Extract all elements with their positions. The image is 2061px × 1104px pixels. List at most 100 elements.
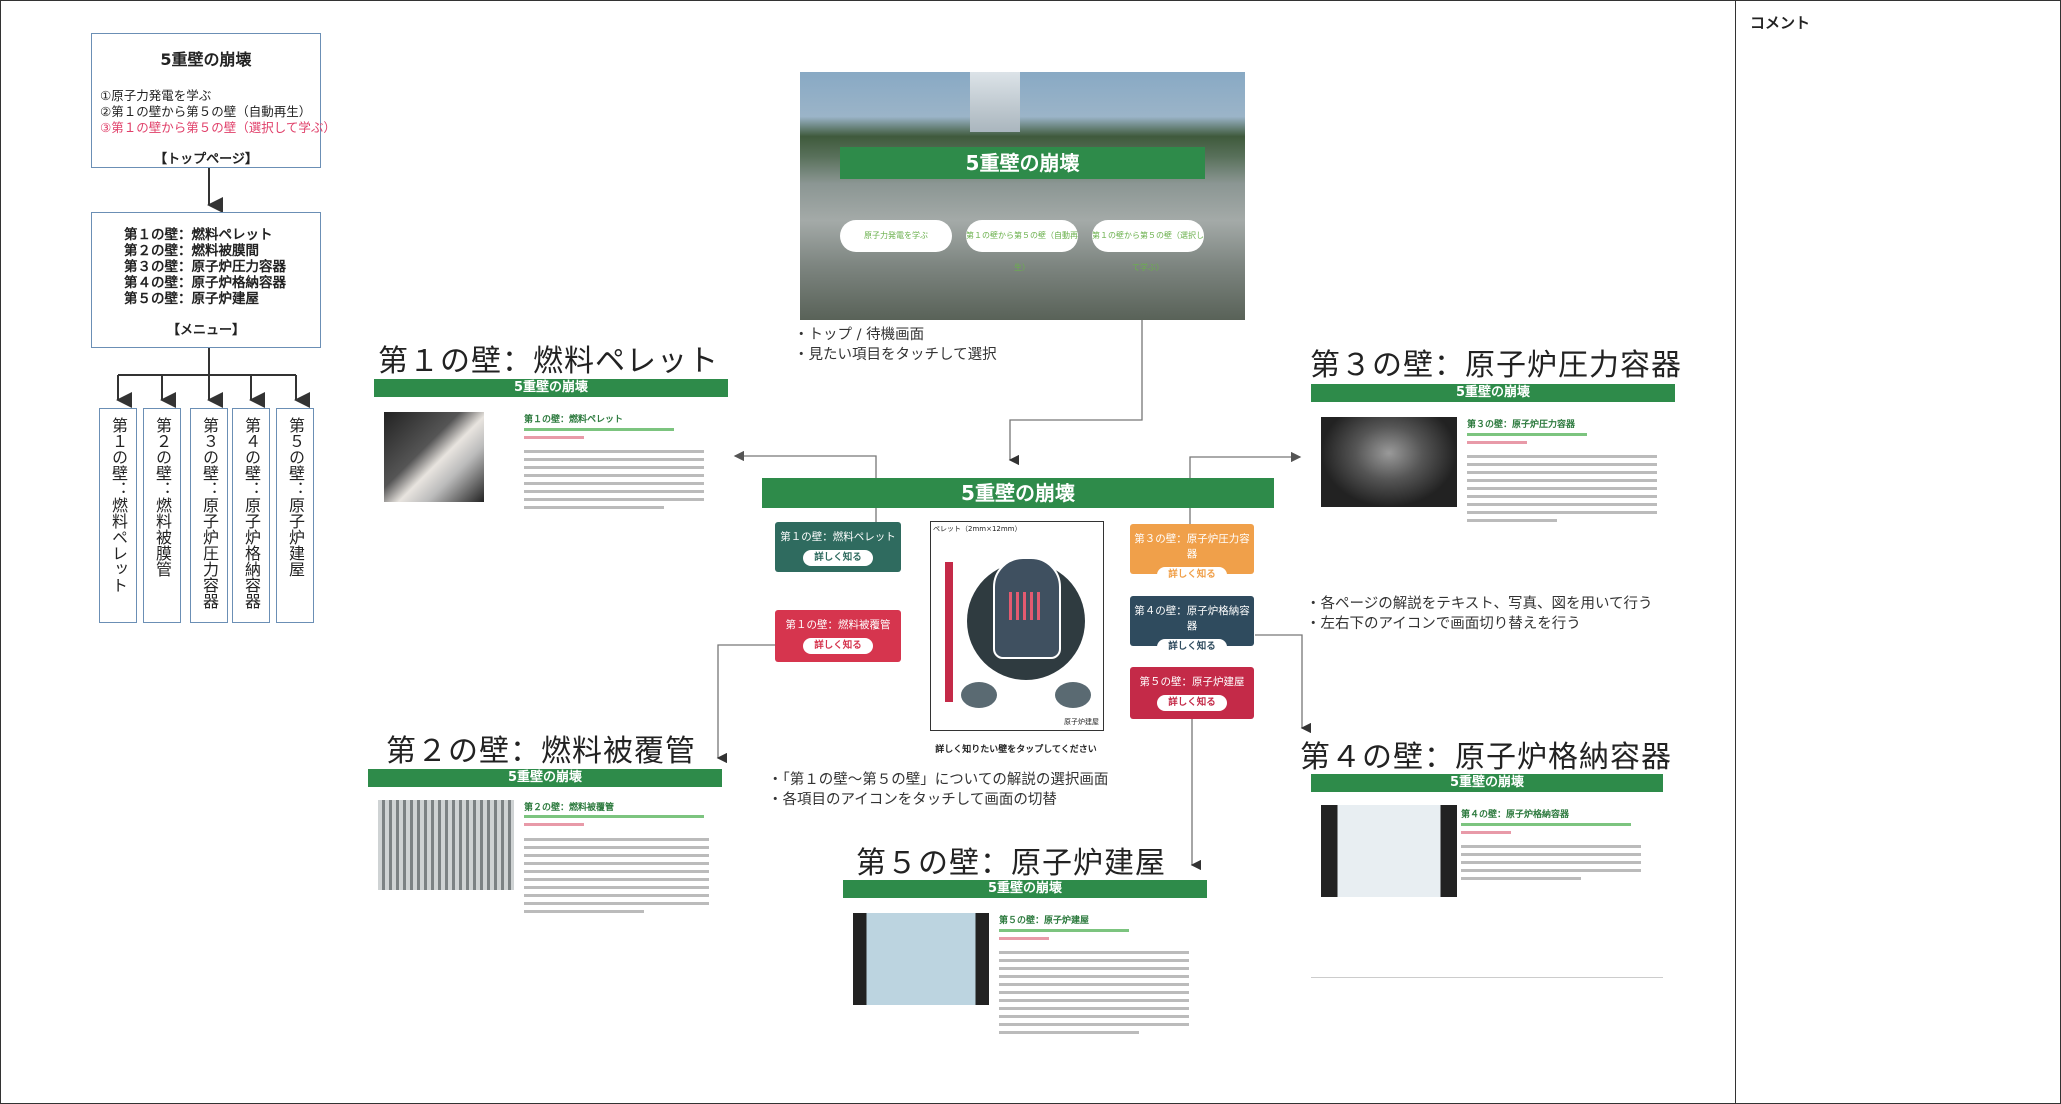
text-line bbox=[1467, 487, 1657, 490]
text-line bbox=[1467, 463, 1657, 466]
wall-2-app-bar: 5重壁の崩壊 bbox=[368, 769, 722, 787]
wall-4-page: 第４の壁：原子炉格納容器 bbox=[1311, 793, 1663, 978]
text-line bbox=[999, 1031, 1139, 1034]
wall-3-heading: 第３の壁：原子炉圧力容器 bbox=[1310, 348, 1682, 383]
detail-button[interactable]: 詳しく知る bbox=[803, 550, 873, 566]
text-line bbox=[524, 846, 709, 849]
building-label: 原子炉建屋 bbox=[1064, 718, 1099, 726]
detail-button[interactable]: 詳しく知る bbox=[1157, 567, 1227, 583]
text-line bbox=[999, 937, 1049, 940]
menu-button-label: 第１の壁：燃料ペレット bbox=[780, 531, 896, 543]
text-line bbox=[524, 894, 709, 897]
text-line bbox=[1467, 433, 1587, 436]
text-line bbox=[999, 951, 1189, 954]
text-line bbox=[999, 929, 1129, 932]
building-diagram bbox=[853, 913, 989, 1005]
cladding-photo bbox=[378, 800, 514, 890]
wall-5-subtitle: 第５の壁：原子炉建屋 bbox=[999, 916, 1090, 926]
flow-menu-footer: 【メニュー】 bbox=[166, 323, 245, 338]
flow-top-item: ③第１の壁から第５の壁（選択して学ぶ） bbox=[100, 120, 336, 135]
wall-1-heading: 第１の壁：燃料ペレット bbox=[378, 344, 719, 379]
flow-menu-box: 第１の壁：燃料ペレット 第２の壁：燃料被膜間 第３の壁：原子炉圧力容器 第４の壁… bbox=[91, 212, 321, 348]
menu-button-wall-1[interactable]: 第１の壁：燃料ペレット詳しく知る bbox=[775, 522, 901, 572]
text-line bbox=[524, 823, 584, 826]
comment-header: コメント bbox=[1750, 14, 1811, 32]
text-line bbox=[524, 458, 704, 461]
text-line bbox=[999, 1023, 1189, 1026]
text-line bbox=[524, 474, 704, 477]
text-line bbox=[524, 838, 709, 841]
wall-4-subtitle: 第４の壁：原子炉格納容器 bbox=[1461, 810, 1570, 820]
text-line bbox=[1461, 861, 1641, 864]
text-line bbox=[524, 498, 704, 501]
pressure-vessel-photo bbox=[1321, 417, 1457, 507]
flow-menu-item: 第２の壁：燃料被膜間 bbox=[124, 243, 259, 259]
wall-4-app-bar: 5重壁の崩壊 bbox=[1311, 774, 1663, 792]
flow-menu-item: 第１の壁：燃料ペレット bbox=[124, 227, 273, 243]
flow-wall-4-box: 第４の壁：原子炉格納容器 bbox=[232, 408, 270, 623]
text-line bbox=[1467, 519, 1557, 522]
menu-button-label: 第５の壁：原子炉建屋 bbox=[1139, 676, 1245, 688]
flow-top-item: ①原子力発電を学ぶ bbox=[100, 88, 212, 103]
suppression-pool-right bbox=[1055, 682, 1091, 708]
top-button-select[interactable]: 第１の壁から第５の壁（選択して学ぶ） bbox=[1092, 220, 1204, 272]
pellet-label: ペレット（2mm×12mm） bbox=[933, 525, 1022, 533]
text-line bbox=[1467, 503, 1657, 506]
text-line bbox=[524, 870, 709, 873]
text-line bbox=[1467, 479, 1657, 482]
flow-top-title: 5重壁の崩壊 bbox=[160, 50, 252, 69]
menu-note: ・各項目のアイコンをタッチして画面の切替 bbox=[768, 792, 1057, 808]
menu-button-wall-2[interactable]: 第１の壁：燃料被覆管詳しく知る bbox=[775, 610, 901, 662]
wall-2-subtitle: 第２の壁：燃料被覆管 bbox=[524, 803, 615, 813]
wall-3-page: 第３の壁：原子炉圧力容器 bbox=[1311, 403, 1675, 553]
top-note: ・トップ / 待機画面 bbox=[794, 327, 925, 343]
text-line bbox=[524, 902, 709, 905]
menu-button-wall-5[interactable]: 第５の壁：原子炉建屋詳しく知る bbox=[1130, 667, 1254, 719]
text-line bbox=[524, 466, 704, 469]
flow-menu-item: 第３の壁：原子炉圧力容器 bbox=[124, 259, 286, 275]
chimney-shape bbox=[970, 72, 1020, 132]
top-button-auto[interactable]: 第１の壁から第５の壁（自動再生） bbox=[966, 220, 1078, 272]
text-line bbox=[999, 983, 1189, 986]
wall-4-heading: 第４の壁：原子炉格納容器 bbox=[1300, 740, 1672, 775]
text-line bbox=[524, 910, 644, 913]
text-line bbox=[524, 862, 709, 865]
text-line bbox=[999, 959, 1189, 962]
text-line bbox=[1461, 823, 1631, 826]
wall-5-heading: 第５の壁：原子炉建屋 bbox=[856, 846, 1166, 881]
flow-menu-item: 第５の壁：原子炉建屋 bbox=[124, 291, 259, 307]
detail-button[interactable]: 詳しく知る bbox=[1157, 695, 1227, 711]
flow-top-item: ②第１の壁から第５の壁（自動再生） bbox=[100, 104, 312, 119]
flow-wall-2-box: 第２の壁：燃料被膜管 bbox=[143, 408, 181, 623]
text-line bbox=[1467, 441, 1527, 444]
text-line bbox=[524, 428, 674, 431]
comment-column-divider bbox=[1735, 0, 1736, 1104]
top-screen-photo: 5重壁の崩壊 原子力発電を学ぶ 第１の壁から第５の壁（自動再生） 第１の壁から第… bbox=[800, 72, 1245, 320]
menu-caption: 詳しく知りたい壁をタップしてください bbox=[935, 745, 1097, 755]
wall-1-subtitle: 第１の壁：燃料ペレット bbox=[524, 415, 624, 425]
menu-button-wall-3[interactable]: 第３の壁：原子炉圧力容器詳しく知る bbox=[1130, 524, 1254, 583]
text-line bbox=[1461, 877, 1581, 880]
text-line bbox=[999, 999, 1189, 1002]
text-line bbox=[1467, 511, 1657, 514]
pellet-photo bbox=[384, 412, 484, 502]
top-button-learn[interactable]: 原子力発電を学ぶ bbox=[840, 220, 952, 252]
flow-wall-1-box: 第１の壁：燃料ペレット bbox=[99, 408, 137, 623]
text-line bbox=[524, 450, 704, 453]
menu-button-label: 第１の壁：燃料被覆管 bbox=[785, 619, 891, 631]
detail-button[interactable]: 詳しく知る bbox=[1157, 639, 1227, 655]
wall-5-app-bar: 5重壁の崩壊 bbox=[843, 880, 1207, 898]
fuel-rod-shape bbox=[945, 562, 953, 702]
text-line bbox=[1461, 853, 1641, 856]
flow-wall-3-box: 第３の壁：原子炉圧力容器 bbox=[190, 408, 228, 623]
text-line bbox=[524, 886, 709, 889]
wall-1-app-bar: 5重壁の崩壊 bbox=[374, 379, 728, 397]
text-line bbox=[524, 815, 704, 818]
menu-button-wall-4[interactable]: 第４の壁：原子炉格納容器詳しく知る bbox=[1130, 596, 1254, 655]
detail-button[interactable]: 詳しく知る bbox=[803, 638, 873, 654]
menu-button-label: 第４の壁：原子炉格納容器 bbox=[1134, 605, 1250, 632]
wall-2-heading: 第２の壁：燃料被覆管 bbox=[386, 734, 696, 769]
wall-2-page: 第２の壁：燃料被覆管 bbox=[368, 788, 722, 948]
text-line bbox=[1467, 455, 1657, 458]
